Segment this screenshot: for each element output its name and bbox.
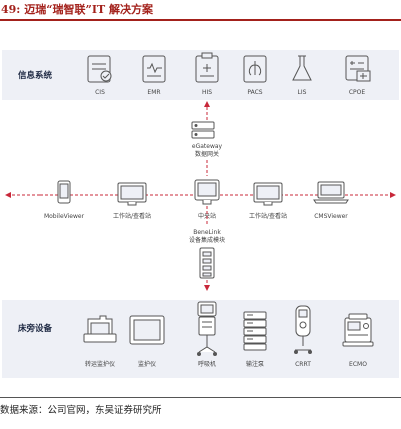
cpoe-icon [345, 55, 371, 82]
patient-monitor-icon [129, 315, 165, 345]
benelink-name: BeneLink [193, 229, 221, 236]
ventilator-icon [197, 301, 217, 356]
right-workstation-icon [253, 182, 283, 206]
left-workstation-icon [117, 182, 147, 206]
device-item-monitor: 监护仪 [138, 360, 156, 368]
network-right-end: CMSViewer [314, 213, 348, 220]
info-item-his: HIS [202, 89, 212, 96]
mobile-phone-icon [57, 180, 71, 204]
source-note: 数据来源：公司官网，东吴证券研究所 [0, 405, 162, 416]
gateway-server-icon [191, 121, 215, 139]
info-item-cpoe: CPOE [349, 89, 366, 96]
architecture-diagram: 信息系统 CIS EMR HIS PACS LIS CPOE [2, 50, 399, 378]
info-item-emr: EMR [147, 89, 160, 96]
ecmo-machine-icon [342, 313, 374, 347]
info-item-cis: CIS [95, 89, 105, 96]
figure-title: 49: 迈瑞“瑞智联”IT 解决方案 [1, 3, 154, 16]
info-panel [2, 50, 399, 100]
his-icon [195, 52, 219, 83]
device-item-infusion-pump: 输注泵 [246, 360, 264, 368]
network-left-end: MobileViewer [44, 213, 85, 220]
info-row-label: 信息系统 [18, 70, 53, 81]
lis-flask-icon [292, 55, 312, 81]
device-item-ecmo: ECMO [349, 361, 367, 368]
pacs-icon [243, 55, 267, 83]
device-item-crrt: CRRT [295, 361, 311, 368]
transport-monitor-icon [83, 315, 117, 343]
benelink-module-icon [199, 247, 215, 279]
source-rule [0, 397, 401, 398]
device-row-label: 床旁设备 [18, 323, 53, 334]
title-rule [0, 19, 401, 21]
benelink-sub: 设备集成模块 [189, 236, 225, 244]
network-right-station: 工作站/查看站 [249, 212, 287, 220]
gateway-sub: 数据网关 [195, 150, 219, 158]
emr-icon [142, 55, 166, 83]
central-station-icon [194, 179, 220, 205]
info-item-lis: LIS [298, 89, 307, 96]
laptop-icon [313, 181, 349, 204]
info-item-pacs: PACS [247, 89, 262, 96]
network-left-station: 工作站/查看站 [113, 212, 151, 220]
gateway-name: eGateway [192, 143, 223, 150]
infusion-pump-icon [243, 311, 267, 351]
device-item-ventilator: 呼吸机 [198, 360, 216, 368]
crrt-machine-icon [294, 305, 312, 354]
device-item-transport-monitor: 转运监护仪 [85, 360, 115, 368]
cis-icon [87, 55, 112, 83]
